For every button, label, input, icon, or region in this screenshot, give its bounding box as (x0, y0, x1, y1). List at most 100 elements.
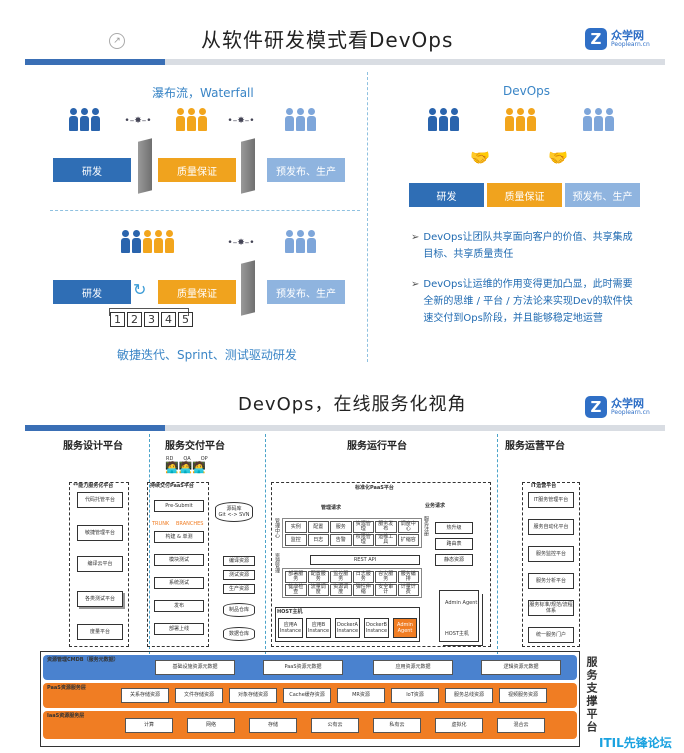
agent-stack (439, 590, 479, 642)
wall-icon (138, 138, 152, 194)
service-cell-11: 安全审计 (375, 584, 397, 596)
iaas-item-2: 网络 (187, 718, 235, 733)
operation-group-label: IT运营平台 (531, 483, 557, 489)
agile-stage-rd: 研发 (53, 280, 131, 304)
vertical-divider (367, 72, 368, 362)
devops-stage-qa: 质量保证 (487, 183, 562, 207)
paas-item-4: Cache缓存资源 (283, 688, 331, 703)
column-design: 服务设计平台 (63, 441, 123, 452)
repo-cylinder: 源码库 Git <-> SVN (215, 502, 253, 522)
operation-item-3: 服务监控平台 (528, 546, 574, 562)
slide-1-rule (25, 59, 665, 65)
design-item-3: 编译云平台 (77, 556, 123, 572)
resource-mgmt-label: 资源管理 (274, 553, 280, 573)
mgmt-cell-10: 权限管理 (352, 534, 374, 546)
slide-2-rule (25, 425, 665, 431)
runtime-group-label: 标准化PaaS平台 (355, 485, 394, 491)
role-qa: QA (183, 456, 191, 462)
agent-label: Admin Agent (445, 600, 478, 606)
devops-bullet-2: ➢ DevOps让运维的作用变得更加凸显，此时需要全新的思维 / 平台 / 方法… (411, 276, 636, 327)
data-store: 数据仓库 (223, 627, 255, 641)
service-cell-4: 日志服务 (352, 571, 374, 583)
service-layer: 部署服务配置服务监控服务日志服务容灾服务服务编排健康检查流量调度资源调度弹性伸缩… (282, 568, 422, 598)
iaas-item-7: 混合云 (497, 718, 545, 733)
iaas-item-6: 虚拟化 (435, 718, 483, 733)
slide-2-title: DevOps，在线服务化视角 (238, 394, 467, 415)
operation-group (522, 482, 580, 647)
cmdb-label: 资源管理CMDB（服务元数据） (47, 657, 119, 663)
mgmt-center: 实例配置服务资源管理服务发布调度中心监控日志告警权限管理运维工具扩缩容 (282, 518, 422, 548)
column-divider (497, 434, 498, 654)
rd-team-icon (428, 108, 459, 132)
paas-item-3: 对象存储资源 (229, 688, 277, 703)
service-cell-10: 弹性伸缩 (352, 584, 374, 596)
connector-icon: •–✸–• (124, 116, 152, 126)
mgmt-cell-12: 扩缩容 (397, 534, 419, 546)
arrow-bullet-icon: ➢ (411, 279, 420, 290)
agile-stage-ops: 预发布、生产 (267, 280, 345, 304)
design-group-label: **能力服务化平台 (73, 483, 114, 489)
mgmt-request-label: 管理请求 (321, 505, 342, 511)
paas-item-6: IoT资源 (391, 688, 439, 703)
paas-item-8: 视频服务资源 (499, 688, 547, 703)
column-operation: 服务运营平台 (505, 441, 565, 452)
slide-1-title: 从软件研发模式看DevOps (201, 28, 454, 52)
mgmt-cell-5: 服务发布 (375, 521, 397, 533)
service-cell-7: 健康检查 (285, 584, 307, 596)
support-platform-label: 服务支撑平台 (585, 656, 598, 734)
column-divider (265, 434, 266, 654)
mgmt-cell-8: 日志 (307, 534, 329, 546)
env-test: 测试资源 (223, 570, 255, 580)
paas-item-5: MR资源 (337, 688, 385, 703)
cmdb-item-1: 基础设施资源元数据 (155, 660, 235, 675)
column-delivery: 服务交付平台 (165, 441, 225, 452)
design-item-4: 各类测试平台 (77, 591, 123, 607)
operation-item-6: 统一服务门户 (528, 627, 574, 643)
service-cell-5: 容灾服务 (375, 571, 397, 583)
trunk-label: TRUNK (152, 521, 170, 527)
agile-caption: 敏捷迭代、Sprint、测试驱动研发 (117, 348, 297, 362)
mgmt-cell-3: 服务 (330, 521, 352, 533)
cmdb-item-4: 逻辑资源元数据 (481, 660, 561, 675)
mgmt-cell-11: 运维工具 (375, 534, 397, 546)
host-title: HOST主机 (277, 609, 303, 615)
iteration-1: 1 (110, 312, 125, 327)
slide-2-logo: Z 众学网 Peoplearn.cn (585, 396, 650, 418)
wall-icon (241, 138, 255, 194)
logo-url: Peoplearn.cn (611, 409, 650, 416)
waterfall-stage-qa: 质量保证 (158, 158, 236, 182)
iaas-label: IaaS资源服务层 (47, 713, 85, 719)
cycle-icon: ↻ (133, 280, 147, 299)
mgmt-cell-4: 资源管理 (352, 521, 374, 533)
paas-label: PaaS资源服务层 (47, 685, 86, 691)
instance-b: 应用B Instance (306, 618, 331, 638)
watermark: ITIL先锋论坛 (599, 736, 672, 750)
slide-2: DevOps，在线服务化视角 Z 众学网 Peoplearn.cn 服务设计平台… (25, 378, 672, 750)
pre-submit-box: Pre-Submit (154, 500, 204, 512)
paas-items: 关系存储资源 文件存储资源 对象存储资源 Cache缓存资源 MR资源 IoT资… (121, 688, 547, 703)
rd-team-icon (69, 108, 100, 132)
mgmt-cell-6: 调度中心 (397, 521, 419, 533)
handshake-icon: 🤝 (548, 148, 568, 167)
logo-z-icon: Z (585, 396, 607, 418)
admin-agent-local: Admin Agent (393, 618, 417, 638)
role-op: OP (200, 456, 208, 462)
env-prod: 生产资源 (223, 584, 255, 594)
mgmt-cell-7: 监控 (285, 534, 307, 546)
ops-team-icon (285, 230, 316, 254)
iaas-item-5: 私有云 (373, 718, 421, 733)
delivery-step-4: 发布 (154, 600, 204, 612)
mgmt-center-label: 管理中心 (274, 518, 280, 538)
instance-a: 应用A Instance (278, 618, 303, 638)
biz-request-label: 业务请求 (425, 503, 446, 509)
delivery-step-1: 构建 & 单测 (154, 531, 204, 543)
devops-stage-ops: 预发布、生产 (565, 183, 640, 207)
iteration-row: 1 2 3 4 5 (110, 312, 193, 327)
cmdb-item-2: PaaS资源元数据 (263, 660, 343, 675)
service-cell-12: 计量计费 (397, 584, 419, 596)
host-box (275, 607, 420, 642)
logo-z-icon: Z (585, 28, 607, 50)
service-cell-2: 配置服务 (307, 571, 329, 583)
iaas-item-1: 计算 (125, 718, 173, 733)
service-cell-1: 部署服务 (285, 571, 307, 583)
